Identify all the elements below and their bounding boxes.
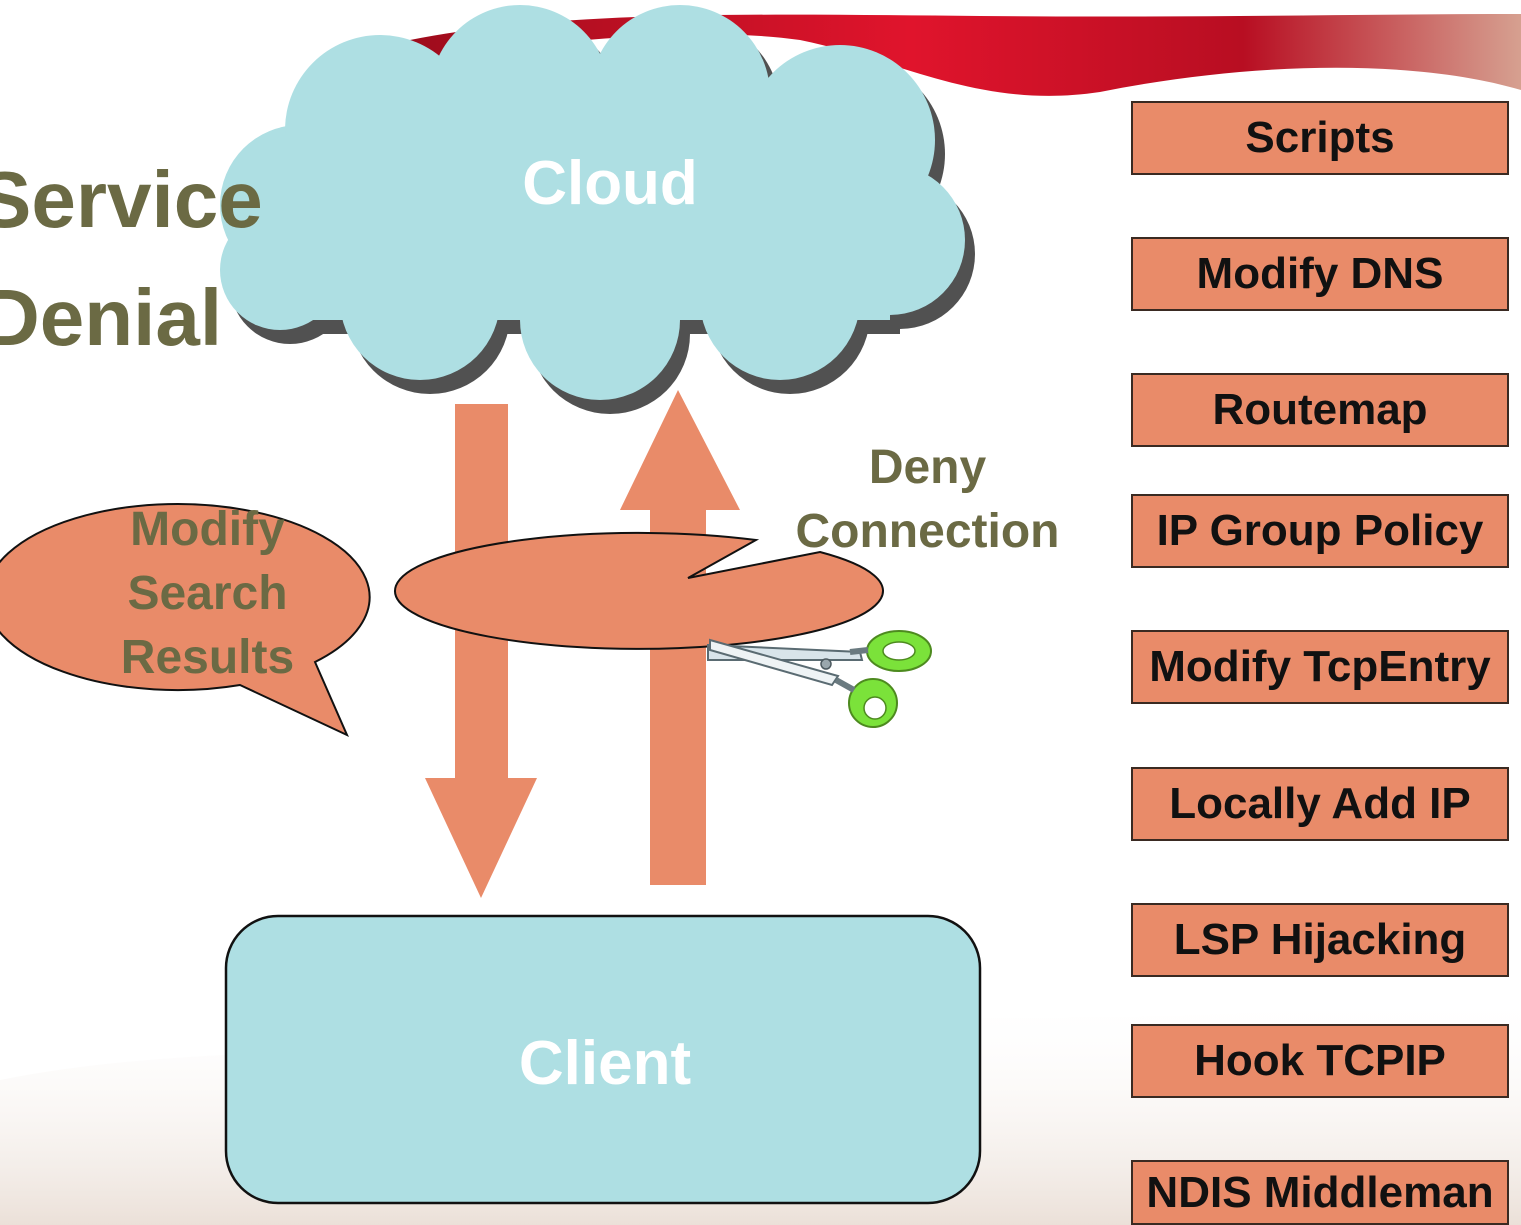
method-box-modify-tcpentry: Modify TcpEntry xyxy=(1131,630,1509,704)
modify-results-bubble xyxy=(0,503,371,738)
modify-results-label: Modify Search Results xyxy=(120,503,295,684)
down-arrow xyxy=(425,404,537,898)
method-box-hook-tcpip: Hook TCPIP xyxy=(1131,1024,1509,1098)
method-box-routemap: Routemap xyxy=(1131,373,1509,447)
cloud-label: Cloud xyxy=(522,149,698,218)
client-box xyxy=(224,914,982,1205)
deny-connection-label: Deny Connection xyxy=(795,441,1060,558)
title-line-2: Denial xyxy=(0,273,223,362)
title-line-1: Service xyxy=(0,155,263,244)
method-box-modify-dns: Modify DNS xyxy=(1131,237,1509,311)
deny-connection-bubble xyxy=(394,531,884,650)
cloud-shape xyxy=(220,5,965,400)
method-box-ip-group-policy: IP Group Policy xyxy=(1131,494,1509,568)
method-box-locally-add-ip: Locally Add IP xyxy=(1131,767,1509,841)
method-box-scripts: Scripts xyxy=(1131,101,1509,175)
method-box-ndis-middleman: NDIS Middleman xyxy=(1131,1160,1509,1225)
scissors-icon xyxy=(707,630,932,728)
method-box-lsp-hijacking: LSP Hijacking xyxy=(1131,903,1509,977)
client-label: Client xyxy=(518,1029,692,1098)
